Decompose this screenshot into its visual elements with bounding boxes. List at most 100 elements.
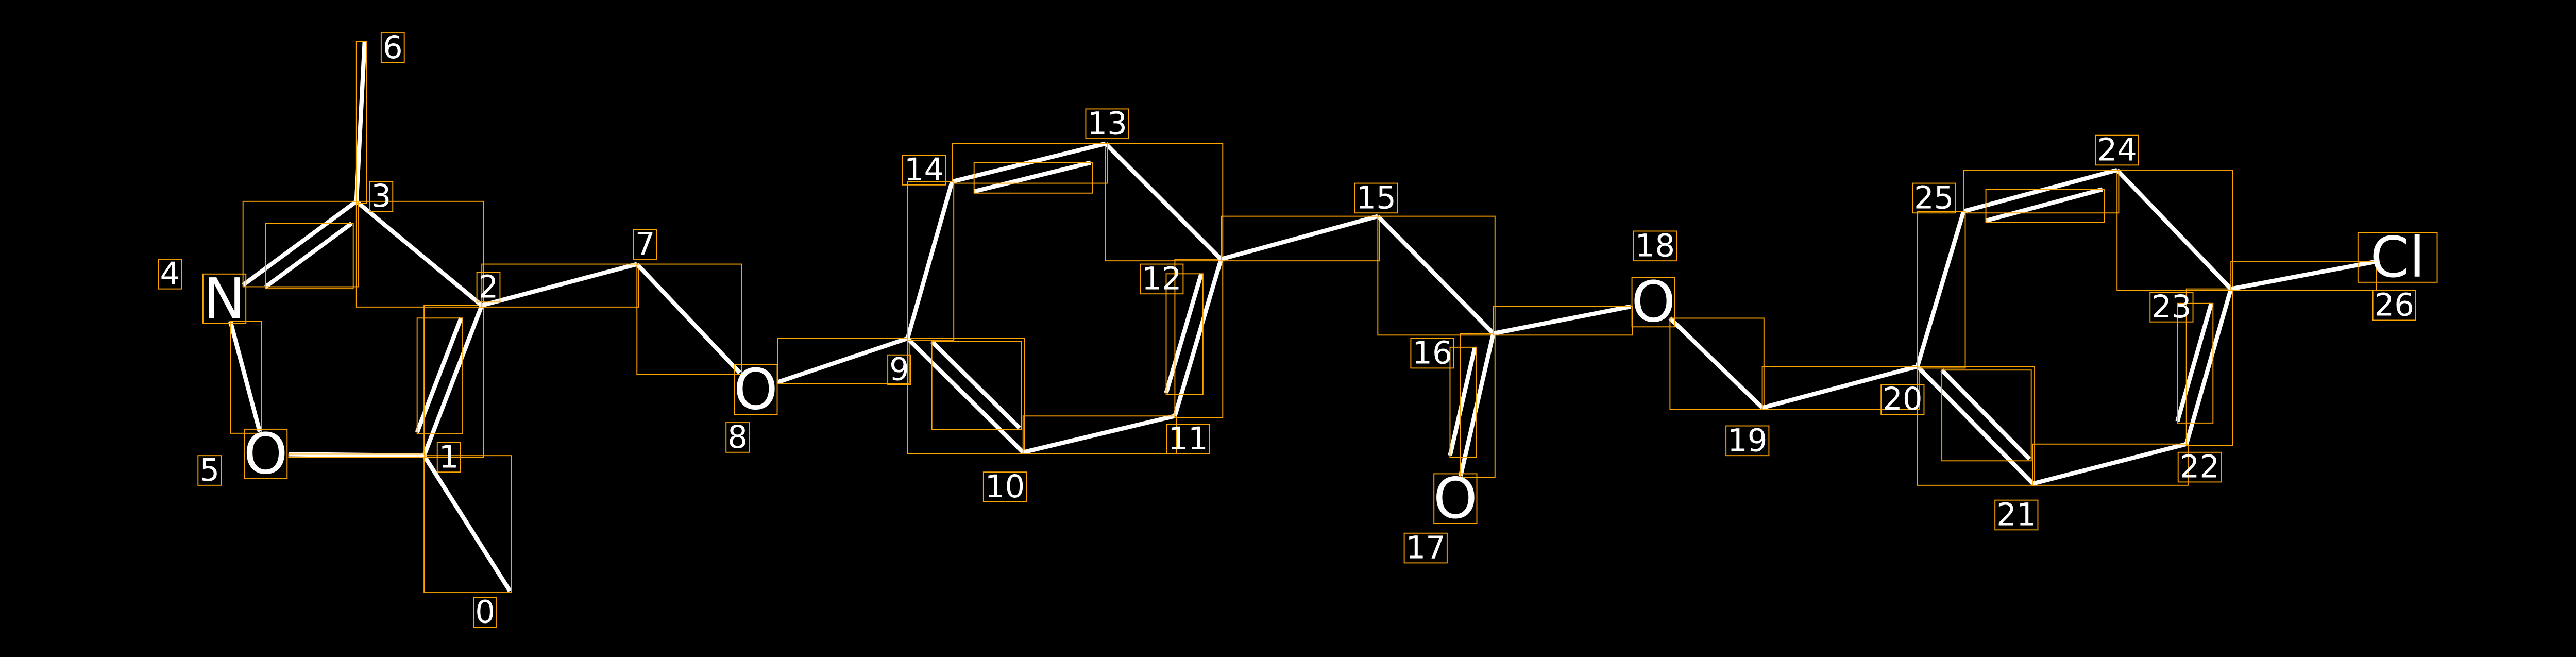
bond-14-9 bbox=[905, 181, 955, 341]
bond-line bbox=[1668, 316, 1764, 410]
atom-24: 24 bbox=[2095, 132, 2139, 169]
bond-line bbox=[354, 41, 367, 202]
atom-index-box bbox=[887, 354, 911, 385]
bond-box bbox=[1917, 366, 2036, 486]
bond-23-26 bbox=[2230, 259, 2377, 291]
bond-box bbox=[1941, 369, 2032, 462]
bond-box bbox=[355, 200, 484, 308]
atom-4: N4 bbox=[158, 256, 247, 331]
atom-index-label: 7 bbox=[635, 226, 655, 262]
atom-index-label: 15 bbox=[1356, 180, 1396, 216]
bond-9-10 bbox=[906, 336, 1025, 454]
atom-index-box bbox=[1354, 182, 1398, 214]
atom-14: 14 bbox=[902, 152, 946, 188]
bond-22-23 bbox=[2175, 288, 2233, 446]
bond-box bbox=[416, 317, 464, 435]
atom-index-label: 24 bbox=[2097, 132, 2137, 169]
atom-index-box bbox=[1912, 182, 1956, 214]
atom-index-label: 10 bbox=[985, 469, 1025, 505]
atom-symbol-box bbox=[734, 364, 778, 415]
bond-line-second bbox=[930, 340, 1021, 430]
bond-box bbox=[1985, 189, 2105, 223]
bond-13-14 bbox=[952, 141, 1108, 194]
bond-box bbox=[242, 200, 359, 288]
atom-7: 7 bbox=[633, 226, 657, 262]
atom-22: 22 bbox=[2177, 449, 2222, 485]
bond-box bbox=[2116, 170, 2233, 291]
bond-box bbox=[1761, 366, 1920, 410]
bond-16-17 bbox=[1448, 333, 1496, 478]
atom-index-label: 23 bbox=[2151, 289, 2191, 325]
atom-index-label: 19 bbox=[1727, 423, 1767, 459]
bond-box bbox=[1449, 346, 1477, 458]
atom-index-box bbox=[1880, 384, 1925, 415]
bond-box bbox=[636, 263, 742, 375]
bond-line bbox=[2230, 259, 2376, 291]
atom-index-box bbox=[1410, 338, 1454, 369]
bond-5-1 bbox=[288, 452, 427, 458]
atom-index-label: 11 bbox=[1168, 421, 1208, 457]
atom-index-label: 1 bbox=[439, 439, 459, 475]
bond-line bbox=[1761, 364, 1918, 410]
bond-line bbox=[1173, 258, 1224, 417]
atom-index-label: 22 bbox=[2180, 449, 2219, 485]
bond-box bbox=[2185, 288, 2233, 446]
atom-index-box bbox=[2095, 134, 2139, 166]
bond-line-second bbox=[1985, 187, 2104, 223]
bond-box bbox=[1669, 317, 1765, 410]
atom-index-label: 5 bbox=[199, 452, 219, 488]
bond-12-13 bbox=[1104, 142, 1224, 262]
atom-index-box bbox=[473, 597, 498, 628]
bond-1-2 bbox=[415, 305, 484, 458]
bond-line-second bbox=[264, 222, 353, 289]
atom-11: 11 bbox=[1166, 421, 1210, 457]
bond-7-8 bbox=[635, 262, 742, 375]
atom-index-box bbox=[633, 229, 657, 260]
atom-3: 3 bbox=[369, 178, 394, 214]
bond-11-12 bbox=[1164, 258, 1224, 418]
atom-9: 9 bbox=[887, 352, 911, 388]
atom-index-label: 26 bbox=[2375, 288, 2414, 324]
atom-index-label: 25 bbox=[1914, 180, 1954, 216]
atom-index-box bbox=[902, 155, 946, 186]
atom-6: 6 bbox=[380, 30, 405, 66]
bond-box bbox=[423, 455, 512, 594]
bond-line bbox=[2115, 169, 2233, 291]
atom-17: O17 bbox=[1403, 466, 1478, 566]
bond-box bbox=[907, 181, 955, 341]
atom-index-box bbox=[982, 471, 1027, 502]
bond-line bbox=[1022, 414, 1176, 454]
bond-8-9 bbox=[777, 336, 910, 384]
atom-symbol: Cl bbox=[2370, 225, 2425, 290]
atom-index-box bbox=[2372, 290, 2416, 321]
bond-0-1 bbox=[422, 454, 512, 594]
bond-line bbox=[422, 454, 512, 593]
atom-index-label: 18 bbox=[1635, 228, 1675, 264]
bond-box bbox=[2032, 443, 2189, 486]
atom-symbol-box bbox=[202, 273, 247, 324]
bond-line-second bbox=[1448, 346, 1477, 457]
bond-21-22 bbox=[2032, 442, 2189, 486]
bond-20-21 bbox=[1916, 365, 2036, 486]
bond-line bbox=[228, 321, 262, 432]
atom-index-box bbox=[1403, 532, 1448, 564]
atom-index-label: 8 bbox=[727, 419, 748, 456]
bond-line bbox=[1915, 210, 1966, 367]
atom-0: 0 bbox=[473, 595, 498, 631]
atom-index-box bbox=[1725, 425, 1770, 457]
bond-16-18 bbox=[1493, 304, 1633, 336]
bond-line bbox=[1104, 142, 1223, 261]
bond-4-5 bbox=[228, 321, 262, 434]
atom-23: 23 bbox=[2149, 289, 2194, 325]
atom-index-box bbox=[2177, 451, 2222, 483]
bond-line-second bbox=[1940, 368, 2031, 461]
bonds-layer bbox=[228, 41, 2377, 594]
bond-3-4 bbox=[242, 199, 359, 290]
bond-line-second bbox=[973, 160, 1092, 194]
atom-index-box bbox=[476, 272, 501, 303]
bond-box bbox=[1022, 415, 1177, 454]
atoms-layer: 0123N4O567O8910111213141516O17O181920212… bbox=[158, 30, 2438, 631]
bond-box bbox=[777, 338, 910, 384]
bond-box bbox=[1377, 215, 1496, 336]
